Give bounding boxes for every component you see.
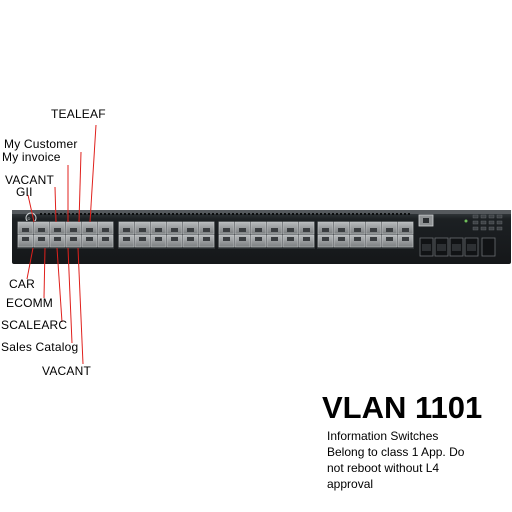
status-led — [480, 214, 487, 219]
label-my-customer: My Customer — [4, 137, 78, 151]
lead-tealeaf — [89, 124, 97, 223]
power-led — [464, 219, 468, 223]
label-gii: GII — [16, 185, 33, 199]
switch-top-rim — [12, 210, 511, 214]
status-led — [472, 226, 479, 231]
status-led — [472, 214, 479, 219]
vent-slots — [40, 213, 410, 215]
sfp-port — [481, 237, 496, 257]
label-scalearc: SCALEARC — [1, 318, 68, 332]
lead-car — [26, 247, 34, 280]
vlan-note: Information Switches Belong to class 1 A… — [327, 429, 465, 491]
label-sales-catalog: Sales Catalog — [1, 340, 79, 354]
ethernet-ports — [17, 221, 414, 249]
status-led — [496, 214, 503, 219]
lead-gii — [27, 194, 35, 223]
leader-lines — [26, 124, 97, 365]
lead-vacant-bottom — [77, 247, 84, 365]
label-vacant-top: VACANT — [5, 173, 54, 187]
status-led — [488, 214, 495, 219]
lead-my-customer — [78, 151, 82, 223]
status-led — [496, 226, 503, 231]
vlan-title: VLAN 1101 — [322, 390, 483, 425]
status-led — [472, 220, 479, 225]
status-led — [480, 220, 487, 225]
svg-text:D: D — [28, 216, 31, 221]
status-led — [496, 220, 503, 225]
sfp-ports — [419, 237, 496, 257]
status-led — [488, 226, 495, 231]
status-led — [480, 226, 487, 231]
lead-vacant-top — [54, 186, 57, 223]
lead-sales-catalog — [67, 247, 73, 344]
label-ecomm: ECOMM — [6, 296, 53, 310]
status-leds — [464, 214, 503, 231]
lead-scalearc — [56, 247, 63, 323]
label-tealeaf: TEALEAF — [51, 107, 106, 121]
label-car: CAR — [9, 277, 35, 291]
label-vacant-bottom: VACANT — [42, 364, 91, 378]
status-led — [488, 220, 495, 225]
label-my-invoice: My invoice — [2, 150, 61, 164]
lead-ecomm — [43, 247, 46, 299]
